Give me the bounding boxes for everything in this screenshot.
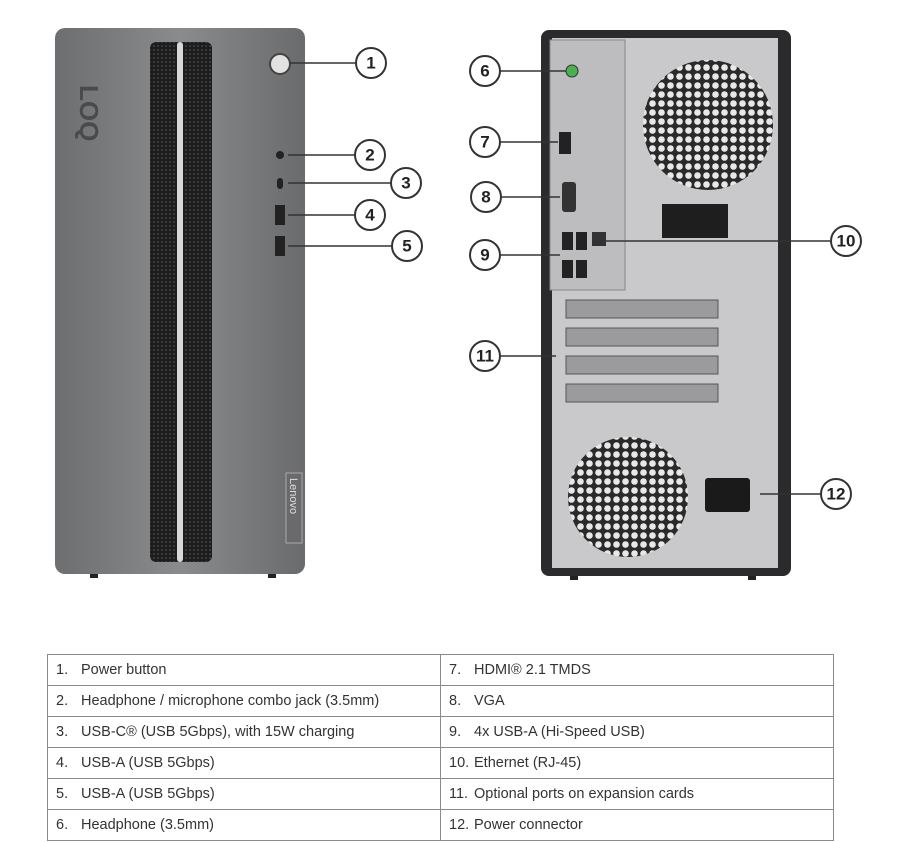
item-label: USB-C® (USB 5Gbps), with 15W charging <box>81 724 355 740</box>
item-number: 5. <box>56 786 69 802</box>
item-number: 3. <box>56 724 69 740</box>
callout-3: 3 <box>401 174 410 193</box>
callout-7: 7 <box>480 133 489 152</box>
callout-6: 6 <box>480 62 489 81</box>
rear-fan-grille <box>643 60 773 190</box>
usb-a-port-icon <box>275 236 285 256</box>
callout-4: 4 <box>365 206 375 225</box>
rear-view <box>541 30 791 580</box>
usb-c-port-icon <box>277 178 283 189</box>
item-number: 8. <box>449 693 462 709</box>
callout-1: 1 <box>366 54 375 73</box>
item-label: Power button <box>81 662 167 678</box>
item-label: 4x USB-A (Hi-Speed USB) <box>474 724 645 740</box>
callout-9: 9 <box>480 246 489 265</box>
item-label: VGA <box>474 693 505 709</box>
callout-12: 12 <box>827 485 846 504</box>
item-number: 4. <box>56 755 69 771</box>
usb-a-port-icon <box>275 205 285 225</box>
item-label: Optional ports on expansion cards <box>474 786 695 802</box>
item-number: 11. <box>449 786 469 802</box>
table-row: 4. USB-A (USB 5Gbps) 10.Ethernet (RJ-45) <box>47 747 834 779</box>
table-row: 2. Headphone / microphone combo jack (3.5… <box>47 685 834 717</box>
table-row: 5. USB-A (USB 5Gbps) 11. Optional ports on… <box>47 778 834 810</box>
power-button-icon <box>269 53 291 75</box>
ethernet-port-icon <box>592 232 606 246</box>
hdmi-port-icon <box>559 132 571 154</box>
loq-logo: LOQ <box>74 85 104 141</box>
psu-fan-grille <box>568 437 688 557</box>
table-row: 3.USB-C® (USB 5Gbps), with 15W charging … <box>47 716 834 748</box>
lenovo-logo: Lenovo <box>287 478 299 514</box>
table-row: 1. Power button 7. HDMI® 2.1 TMDS <box>47 654 834 686</box>
item-label: Ethernet (RJ-45) <box>474 755 582 771</box>
item-number: 1. <box>56 662 69 678</box>
item-label: USB-A (USB 5Gbps) <box>81 755 215 771</box>
item-number: 9. <box>449 724 462 740</box>
front-view: LOQ Lenovo <box>55 28 305 578</box>
headphone-jack-icon <box>565 64 579 78</box>
callout-10: 10 <box>837 232 856 251</box>
item-label: HDMI® 2.1 TMDS <box>474 662 591 678</box>
item-number: 2. <box>56 693 69 709</box>
callout-11: 11 <box>476 347 494 366</box>
item-label: Headphone / microphone combo jack (3.5mm… <box>81 693 380 709</box>
item-label: Headphone (3.5mm) <box>81 817 214 833</box>
item-number: 10. <box>449 755 470 771</box>
item-label: USB-A (USB 5Gbps) <box>81 786 215 802</box>
product-diagram: LOQ Lenovo <box>55 28 862 580</box>
callout-8: 8 <box>481 188 490 207</box>
callout-5: 5 <box>402 237 411 256</box>
table-row: 6. Headphone (3.5mm) 12.Power connector <box>47 809 834 841</box>
callout-2: 2 <box>365 146 374 165</box>
item-number: 6. <box>56 817 69 833</box>
item-number: 7. <box>449 662 462 678</box>
vga-port-icon <box>562 182 576 212</box>
power-connector-icon <box>705 478 750 512</box>
ports-legend-table: 1. Power button 7. HDMI® 2.1 TMDS 2. Headph… <box>47 654 834 841</box>
combo-jack-icon <box>276 151 284 159</box>
item-number: 12. <box>449 817 470 833</box>
expansion-slots <box>565 299 719 403</box>
item-label: Power connector <box>474 817 583 833</box>
